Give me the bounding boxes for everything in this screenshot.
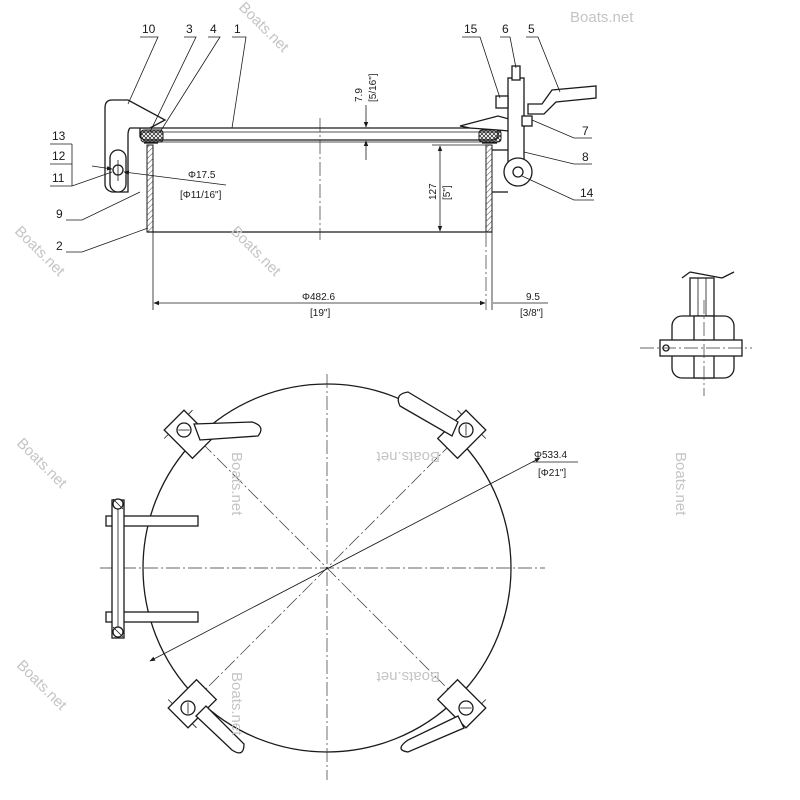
plan-clamp-bottom-left xyxy=(167,678,218,729)
section-view: 7.9 [5/16"] 127 [5"] Φ17.5 [Φ11/16"] Φ48… xyxy=(91,65,597,319)
leader-7 xyxy=(531,119,592,139)
dim-offset-in: [3/8"] xyxy=(520,308,543,319)
clamp-washer xyxy=(521,115,533,127)
dim-lid-thickness: 7.9 xyxy=(354,88,365,102)
leader-2 xyxy=(66,227,149,253)
leader-4 xyxy=(159,36,221,133)
part-label-3: 3 xyxy=(186,22,193,36)
plan-handle-bottom-left xyxy=(195,705,245,754)
clamp-handle xyxy=(527,85,597,115)
dim-inner-dia-in: [19"] xyxy=(310,308,330,319)
lid xyxy=(139,127,499,141)
part-label-6: 6 xyxy=(502,22,509,36)
leader-14 xyxy=(521,175,594,201)
watermark: Boats.net xyxy=(376,448,440,465)
plan-hinge xyxy=(105,498,199,639)
part-label-1: 1 xyxy=(234,22,241,36)
plan-view: Φ533.4 [Φ21"] xyxy=(100,374,578,780)
watermark: Boats.net xyxy=(228,672,245,736)
leader-1 xyxy=(231,36,247,129)
part-label-7: 7 xyxy=(582,124,589,138)
plan-handle-bottom-right xyxy=(400,715,465,753)
gasket-right xyxy=(478,129,502,143)
part-label-4: 4 xyxy=(210,22,217,36)
part-label-13: 13 xyxy=(52,129,66,143)
cylinder-wall-right xyxy=(485,144,493,233)
detail-stem xyxy=(689,277,715,319)
leader-9 xyxy=(66,191,141,221)
dim-pin-leader xyxy=(123,170,227,186)
dim-pin-dia-in: [Φ11/16"] xyxy=(180,190,222,201)
gasket-left xyxy=(140,129,164,143)
watermark: Boats.net xyxy=(235,0,292,56)
part-label-14: 14 xyxy=(580,186,594,200)
leader-15 xyxy=(462,36,501,99)
clamp-bolt-top xyxy=(511,65,521,81)
part-label-10: 10 xyxy=(142,22,156,36)
dim-outer-dia: Φ533.4 xyxy=(534,450,567,461)
leader-10 xyxy=(127,36,159,105)
dim-outer-line xyxy=(149,457,541,662)
watermark: Boats.net xyxy=(672,452,689,516)
clamp-nut-15 xyxy=(495,95,509,109)
watermark: Boats.net xyxy=(13,435,70,492)
leader-6 xyxy=(500,36,517,69)
dim-height: 127 xyxy=(428,183,439,200)
part-callouts: 10 3 4 1 15 6 5 7 8 14 13 12 11 9 2 xyxy=(50,22,594,253)
part-label-9: 9 xyxy=(56,207,63,221)
part-label-12: 12 xyxy=(52,149,66,163)
watermark: Boats.net xyxy=(376,668,440,685)
watermark: Boats.net xyxy=(228,452,245,516)
plan-clamp-bottom-right xyxy=(436,678,487,729)
detail-view xyxy=(640,271,752,396)
watermark: Boats.net xyxy=(13,657,70,714)
clamp-eye-outer xyxy=(503,157,533,187)
part-label-8: 8 xyxy=(582,150,589,164)
plan-handle-top-right xyxy=(397,391,459,437)
leader-3 xyxy=(149,36,197,133)
part-label-5: 5 xyxy=(528,22,535,36)
plan-handle-top-left xyxy=(193,421,262,441)
dim-lid-thickness-in: [5/16"] xyxy=(368,73,379,102)
leader-5 xyxy=(526,36,561,93)
dim-pin-dia: Φ17.5 xyxy=(188,170,216,181)
dim-inner-dia: Φ482.6 xyxy=(302,292,335,303)
cylinder-wall-left xyxy=(146,144,154,233)
part-label-11: 11 xyxy=(52,171,65,185)
dim-offset: 9.5 xyxy=(526,292,540,303)
dim-height-in: [5"] xyxy=(442,185,453,200)
watermark: Boats.net xyxy=(570,9,634,26)
clamp-eye-inner xyxy=(512,166,524,178)
part-label-15: 15 xyxy=(464,22,478,36)
dim-pin-leader-left xyxy=(91,165,113,171)
dim-outer-dia-in: [Φ21"] xyxy=(538,468,566,479)
part-label-2: 2 xyxy=(56,239,63,253)
leader-8 xyxy=(523,151,592,165)
